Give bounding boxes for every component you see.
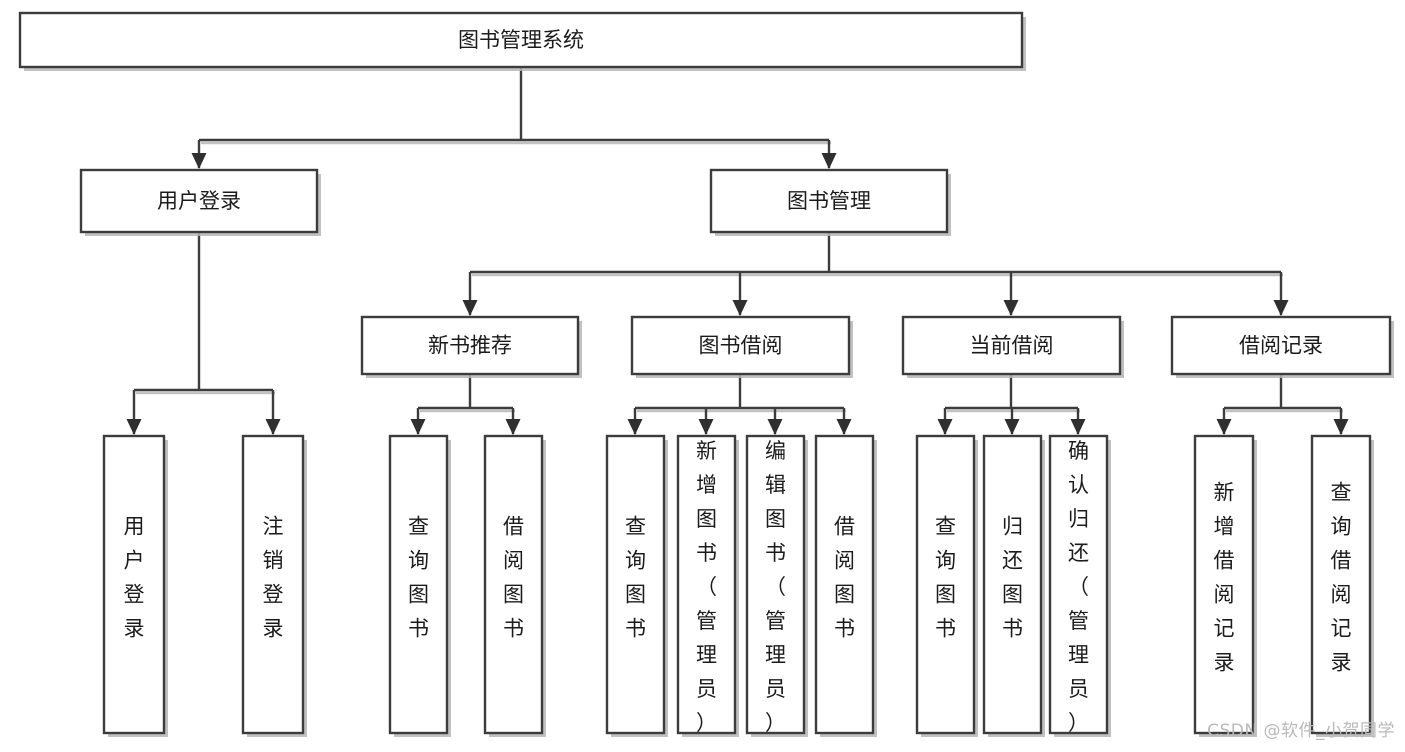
arrow-head-icon (821, 153, 837, 169)
node-box[interactable] (915, 434, 976, 735)
node-label: 查询图书 (625, 515, 646, 641)
node-box[interactable] (483, 434, 544, 735)
arrow-head-icon (627, 419, 643, 435)
arrow-head-icon (767, 419, 783, 435)
arrow-head-icon (1004, 419, 1020, 435)
node-label: 新增借阅记录 (1214, 481, 1235, 675)
connector-level3-new-to-leaves (410, 374, 521, 435)
node-box[interactable] (676, 434, 737, 735)
level3-node[interactable]: 新书推荐 (360, 315, 582, 378)
arrow-head-icon (1333, 419, 1349, 435)
node-label: 图书借阅 (699, 334, 783, 358)
node-box[interactable] (241, 434, 305, 735)
root-node[interactable]: 图书管理系统 (18, 11, 1026, 71)
node-box[interactable] (901, 315, 1122, 376)
connector-level2-books-to-level3 (462, 232, 1289, 316)
node-box[interactable] (1193, 434, 1255, 735)
level2-node[interactable]: 图书管理 (709, 168, 951, 236)
connector-level3-borrow-to-leaves (627, 374, 852, 435)
node-box[interactable] (360, 315, 580, 376)
node-box[interactable] (388, 434, 449, 735)
node-box[interactable] (709, 168, 949, 234)
node-box[interactable] (1310, 434, 1372, 735)
leaf-node[interactable]: 归还图书 (982, 434, 1045, 737)
leaf-node[interactable]: 查询图书 (605, 434, 668, 737)
node-box[interactable] (1170, 315, 1392, 376)
node-box[interactable] (79, 168, 319, 234)
arrow-head-icon (937, 419, 953, 435)
leaf-node[interactable]: 借阅图书 (814, 434, 877, 737)
arrow-head-icon (191, 153, 207, 169)
node-label: 查询图书 (935, 515, 956, 641)
connector-level3-current-to-leaves (937, 374, 1086, 435)
node-box[interactable] (18, 11, 1024, 69)
node-label: 图书管理系统 (458, 28, 584, 52)
node-label: 注销登录 (263, 515, 284, 641)
node-label: 借阅图书 (503, 515, 524, 641)
node-label: 借阅图书 (834, 515, 855, 641)
leaf-node[interactable]: 编辑图书（管理员） (745, 434, 808, 737)
leaf-node[interactable]: 注销登录 (241, 434, 307, 737)
arrow-head-icon (265, 419, 281, 435)
node-box[interactable] (745, 434, 806, 735)
connector-root-to-level2 (191, 67, 837, 169)
leaf-node[interactable]: 查询图书 (388, 434, 451, 737)
level3-node[interactable]: 图书借阅 (630, 315, 853, 378)
node-box[interactable] (814, 434, 875, 735)
connector-level3-record-to-leaves (1216, 374, 1349, 435)
leaf-node[interactable]: 确认归还（管理员） (1048, 434, 1111, 737)
arrow-head-icon (1003, 300, 1019, 316)
arrow-head-icon (1070, 419, 1086, 435)
arrow-head-icon (698, 419, 714, 435)
leaf-node[interactable]: 查询图书 (915, 434, 978, 737)
node-label: 查询图书 (408, 515, 429, 641)
arrow-head-icon (505, 419, 521, 435)
node-label: 用户登录 (157, 189, 241, 213)
node-label: 编辑图书（管理员） (765, 439, 786, 735)
arrow-head-icon (1273, 300, 1289, 316)
arrow-head-icon (462, 300, 478, 316)
arrow-head-icon (1216, 419, 1232, 435)
node-label: 新增图书（管理员） (696, 439, 717, 735)
node-label: 用户登录 (124, 515, 145, 641)
node-box[interactable] (102, 434, 166, 735)
leaf-node[interactable]: 用户登录 (102, 434, 168, 737)
arrow-head-icon (836, 419, 852, 435)
leaf-node[interactable]: 新增借阅记录 (1193, 434, 1257, 737)
node-label: 借阅记录 (1239, 334, 1323, 358)
level2-node[interactable]: 用户登录 (79, 168, 321, 236)
node-label: 图书管理 (787, 189, 871, 213)
node-label: 当前借阅 (970, 334, 1054, 358)
node-label: 归还图书 (1002, 515, 1023, 641)
node-box[interactable] (630, 315, 851, 376)
level3-node[interactable]: 当前借阅 (901, 315, 1124, 378)
connector-level2-login-to-leaves (126, 232, 281, 435)
arrow-head-icon (126, 419, 142, 435)
arrow-head-icon (410, 419, 426, 435)
node-box[interactable] (982, 434, 1043, 735)
leaf-node[interactable]: 借阅图书 (483, 434, 546, 737)
node-box[interactable] (605, 434, 666, 735)
node-label: 新书推荐 (428, 334, 512, 358)
node-box[interactable] (1048, 434, 1109, 735)
node-label: 查询借阅记录 (1331, 481, 1352, 675)
arrow-head-icon (732, 300, 748, 316)
level3-node[interactable]: 借阅记录 (1170, 315, 1394, 378)
leaf-node[interactable]: 新增图书（管理员） (676, 434, 739, 737)
watermark-label: CSDN @软件_小贺同学 (1207, 721, 1395, 741)
leaf-node[interactable]: 查询借阅记录 (1310, 434, 1374, 737)
node-label: 确认归还（管理员） (1068, 439, 1089, 735)
